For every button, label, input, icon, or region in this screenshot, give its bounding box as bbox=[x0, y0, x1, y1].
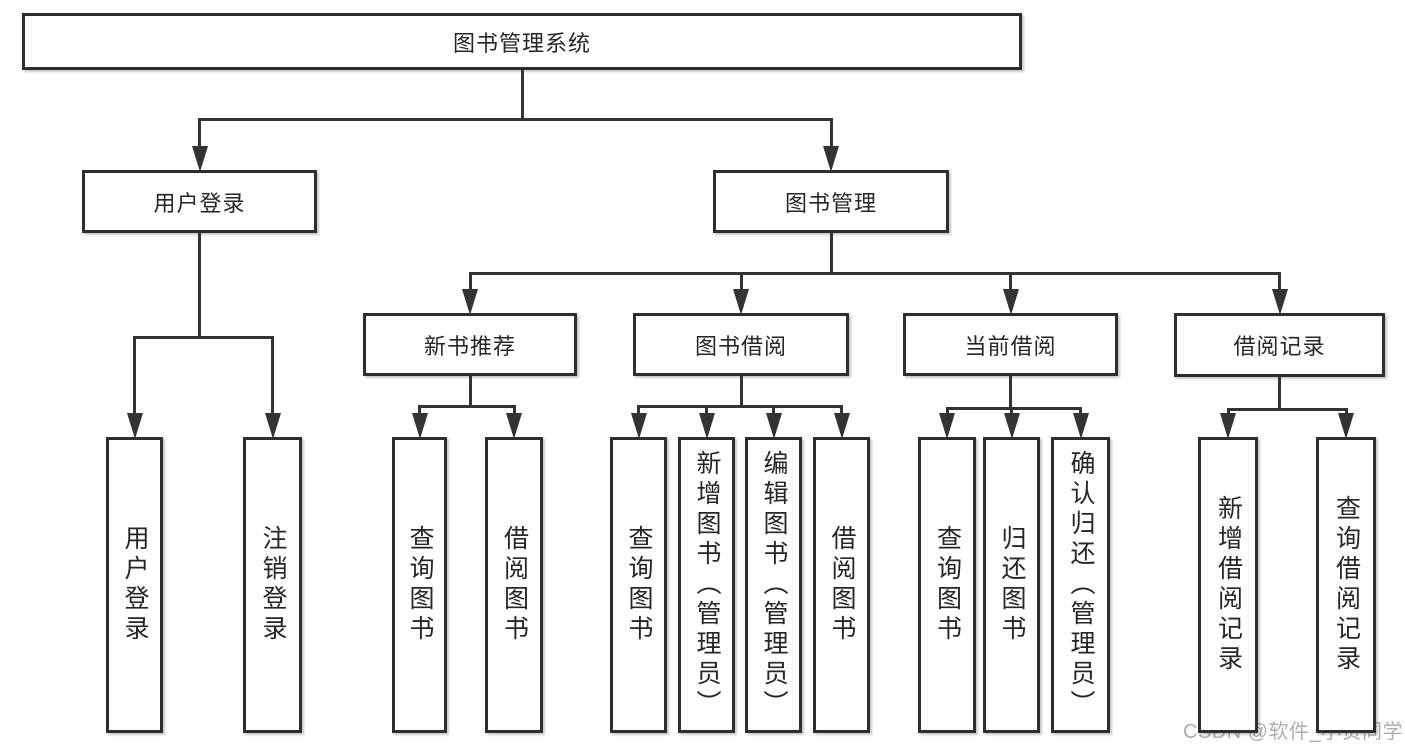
connector-stub-current-borrow bbox=[1009, 376, 1012, 410]
node-label-leaf-nbr-borrow: 借阅图书 bbox=[500, 525, 529, 645]
connector-stub-book-borrow bbox=[739, 376, 743, 408]
connector-drop-leaf-bb-edit bbox=[772, 405, 775, 419]
node-current-borrow: 当前借阅 bbox=[903, 313, 1118, 376]
arrowhead-into-book-management bbox=[823, 146, 839, 172]
node-label-leaf-logout: 注销登录 bbox=[259, 525, 287, 645]
node-label-leaf-nbr-query: 查询图书 bbox=[406, 525, 434, 645]
node-root: 图书管理系统 bbox=[22, 13, 1022, 70]
node-book-borrow: 图书借阅 bbox=[633, 313, 849, 376]
connector-bar-new-book-recommend bbox=[418, 405, 516, 408]
connector-drop-book-borrow bbox=[739, 272, 743, 295]
arrowhead-into-leaf-nbr-borrow bbox=[506, 413, 522, 439]
arrowhead-into-leaf-bb-borrow bbox=[833, 413, 850, 439]
node-label-leaf-cb-return: 归还图书 bbox=[998, 525, 1026, 645]
arrowhead-into-borrow-record bbox=[1271, 289, 1288, 315]
connector-drop-book-management bbox=[829, 118, 833, 152]
arrowhead-into-leaf-cb-query bbox=[939, 413, 955, 439]
node-borrow-record: 借阅记录 bbox=[1174, 313, 1385, 377]
node-label-root: 图书管理系统 bbox=[452, 30, 591, 56]
arrowhead-into-leaf-bb-query bbox=[630, 413, 647, 439]
node-leaf-br-query: 查询借阅记录 bbox=[1316, 437, 1376, 733]
arrowhead-into-leaf-br-query bbox=[1338, 413, 1354, 439]
node-label-book-management: 图书管理 bbox=[784, 190, 877, 216]
arrowhead-into-new-book-recommend bbox=[462, 289, 478, 315]
node-leaf-nbr-borrow: 借阅图书 bbox=[485, 437, 543, 733]
connector-stub-book-management bbox=[829, 233, 833, 275]
connector-drop-new-book-recommend bbox=[468, 272, 472, 295]
node-label-new-book-recommend: 新书推荐 bbox=[423, 333, 516, 359]
node-leaf-cb-confirm: 确认归还（管理员） bbox=[1051, 437, 1110, 733]
node-label-leaf-bb-add: 新增图书（管理员） bbox=[693, 450, 721, 720]
connector-stub-user-login bbox=[198, 233, 201, 339]
arrowhead-into-leaf-nbr-query bbox=[411, 413, 428, 439]
node-label-leaf-cb-query: 查询图书 bbox=[933, 525, 962, 645]
node-label-leaf-user-login: 用户登录 bbox=[121, 525, 149, 645]
arrowhead-into-leaf-logout bbox=[264, 413, 281, 439]
arrowhead-into-user-login bbox=[191, 146, 208, 172]
node-leaf-bb-borrow: 借阅图书 bbox=[813, 437, 870, 733]
node-leaf-br-add: 新增借阅记录 bbox=[1198, 437, 1258, 733]
connector-bar-root bbox=[198, 118, 833, 121]
connector-drop-leaf-logout bbox=[271, 336, 274, 419]
node-label-leaf-bb-query: 查询图书 bbox=[625, 525, 653, 645]
connector-stub-root bbox=[520, 70, 524, 121]
node-label-leaf-bb-borrow: 借阅图书 bbox=[828, 525, 856, 645]
node-leaf-cb-return: 归还图书 bbox=[983, 437, 1040, 733]
connector-stub-borrow-record bbox=[1278, 377, 1281, 411]
arrowhead-into-leaf-bb-add bbox=[698, 413, 715, 439]
node-new-book-recommend: 新书推荐 bbox=[363, 313, 577, 376]
node-label-leaf-br-query: 查询借阅记录 bbox=[1332, 495, 1361, 675]
connector-drop-leaf-bb-add bbox=[705, 405, 708, 419]
node-label-borrow-record: 借阅记录 bbox=[1233, 334, 1326, 359]
connector-bar-current-borrow bbox=[945, 407, 1082, 410]
connector-drop-leaf-nbr-query bbox=[418, 405, 421, 419]
arrowhead-into-leaf-user-login bbox=[126, 413, 143, 439]
arrowhead-into-current-borrow bbox=[1002, 289, 1019, 315]
node-label-leaf-bb-edit: 编辑图书（管理员） bbox=[760, 450, 788, 720]
node-leaf-logout: 注销登录 bbox=[243, 437, 302, 733]
connector-drop-leaf-bb-query bbox=[637, 405, 640, 419]
connector-drop-borrow-record bbox=[1278, 272, 1281, 295]
connector-drop-leaf-nbr-borrow bbox=[512, 405, 516, 419]
connector-stub-new-book-recommend bbox=[468, 376, 472, 408]
arrowhead-into-leaf-cb-confirm bbox=[1072, 413, 1089, 439]
node-label-current-borrow: 当前借阅 bbox=[964, 333, 1057, 359]
node-leaf-cb-query: 查询图书 bbox=[918, 437, 976, 733]
connector-drop-leaf-bb-borrow bbox=[840, 405, 843, 419]
connector-bar-book-borrow bbox=[637, 405, 843, 408]
arrowhead-into-leaf-bb-edit bbox=[765, 413, 782, 439]
connector-bar-borrow-record bbox=[1226, 408, 1348, 411]
node-leaf-nbr-query: 查询图书 bbox=[392, 437, 447, 733]
connector-bar-book-management bbox=[468, 272, 1281, 275]
connector-drop-current-borrow bbox=[1009, 272, 1012, 295]
node-label-leaf-cb-confirm: 确认归还（管理员） bbox=[1067, 450, 1095, 720]
connector-drop-leaf-user-login bbox=[133, 336, 136, 419]
node-leaf-bb-add: 新增图书（管理员） bbox=[678, 437, 735, 733]
node-leaf-bb-query: 查询图书 bbox=[610, 437, 667, 733]
node-label-book-borrow: 图书借阅 bbox=[694, 333, 787, 359]
node-leaf-user-login: 用户登录 bbox=[106, 437, 163, 733]
arrowhead-into-leaf-br-add bbox=[1220, 413, 1236, 439]
node-label-leaf-br-add: 新增借阅记录 bbox=[1214, 495, 1243, 675]
connector-drop-user-login bbox=[198, 118, 201, 152]
node-leaf-bb-edit: 编辑图书（管理员） bbox=[745, 437, 802, 733]
connector-bar-user-login bbox=[133, 336, 274, 339]
arrowhead-into-leaf-cb-return bbox=[1003, 413, 1020, 439]
node-label-user-login: 用户登录 bbox=[153, 190, 246, 216]
arrowhead-into-book-borrow bbox=[733, 289, 749, 315]
node-user-login: 用户登录 bbox=[82, 170, 317, 233]
node-book-management: 图书管理 bbox=[713, 170, 949, 233]
